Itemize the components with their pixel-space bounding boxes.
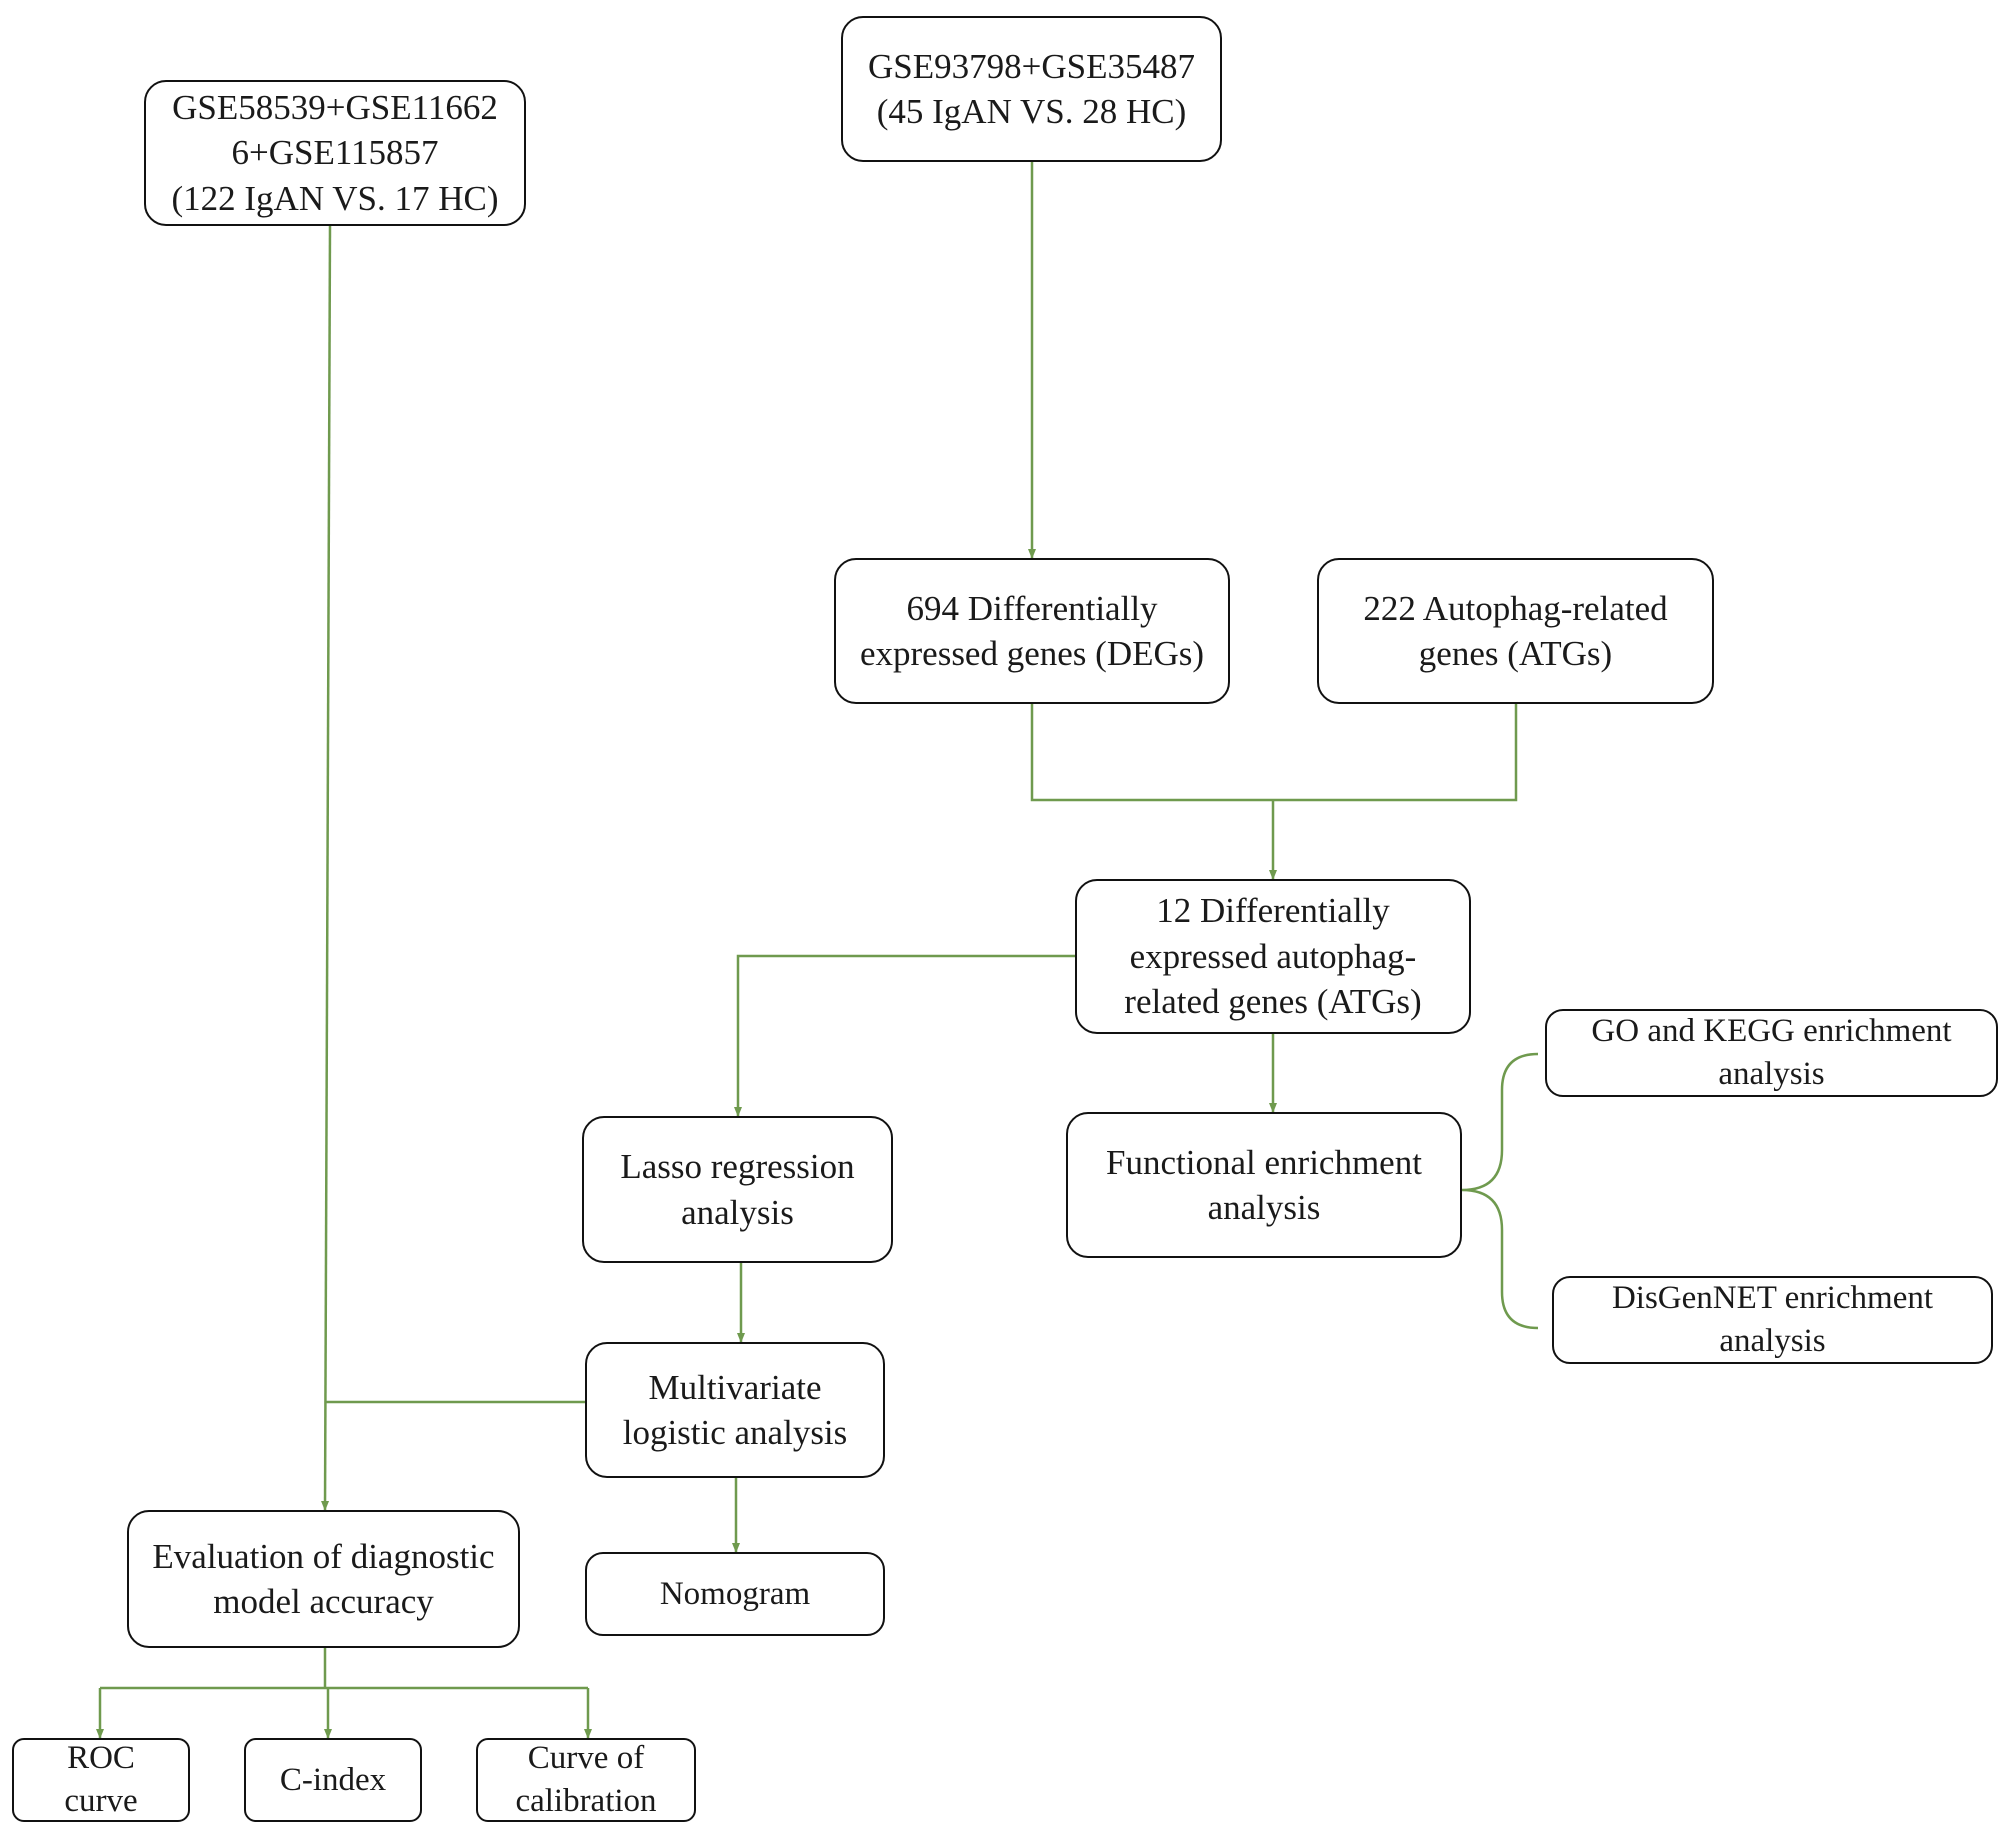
node-de-atgs-line-1: 12 Differentially: [1156, 891, 1390, 931]
node-lasso-line-2: analysis: [681, 1192, 794, 1232]
node-lasso: Lasso regression analysis: [582, 1116, 893, 1263]
node-lasso-line-1: Lasso regression: [620, 1147, 855, 1186]
node-gse-validation-line-3: (122 IgAN VS. 17 HC): [171, 178, 499, 218]
node-evaluation: Evaluation of diagnostic model accuracy: [127, 1510, 520, 1648]
node-go-kegg: GO and KEGG enrichment analysis: [1545, 1009, 1998, 1097]
connector-merge-degs-atgs: [1030, 704, 1518, 802]
node-roc-curve: ROC curve: [12, 1738, 190, 1822]
node-degs-line-1: 694 Differentially: [906, 588, 1158, 628]
node-gse-training: GSE93798+GSE35487 (45 IgAN VS. 28 HC): [841, 16, 1222, 162]
node-gse-validation-line-1: GSE58539+GSE11662: [172, 87, 498, 127]
node-evaluation-line-1: Evaluation of diagnostic: [152, 1536, 495, 1576]
node-gse-training-line-1: GSE93798+GSE35487: [868, 46, 1195, 86]
node-multivariate: Multivariate logistic analysis: [585, 1342, 885, 1478]
node-degs: 694 Differentially expressed genes (DEGs…: [834, 558, 1230, 704]
node-disgenet-line-1: DisGenNET enrichment: [1611, 1280, 1934, 1317]
connector-validation-to-evaluation: [321, 225, 332, 1511]
connector-evaluation-branch: [100, 1648, 588, 1690]
node-gse-training-line-2: (45 IgAN VS. 28 HC): [876, 92, 1187, 131]
node-de-atgs-line-3: related genes (ATGs): [1124, 982, 1422, 1022]
node-atgs-line-1: 222 Autophag-related: [1363, 588, 1668, 628]
node-evaluation-line-2: model accuracy: [213, 1582, 434, 1621]
node-disgenet: DisGenNET enrichment analysis: [1552, 1276, 1993, 1364]
node-degs-line-2: expressed genes (DEGs): [859, 634, 1205, 673]
node-gse-validation: GSE58539+GSE11662 6+GSE115857 (122 IgAN …: [144, 80, 526, 226]
node-nomogram: Nomogram: [585, 1552, 885, 1636]
node-functional-enrichment-line-1: Functional enrichment: [1106, 1142, 1422, 1182]
node-calibration: Curve of calibration: [476, 1738, 696, 1822]
node-multivariate-line-2: logistic analysis: [622, 1413, 848, 1452]
node-roc-curve-line-1: ROC: [67, 1740, 135, 1777]
node-functional-enrichment: Functional enrichment analysis: [1066, 1112, 1462, 1258]
node-calibration-line-1: Curve of: [527, 1740, 645, 1777]
node-de-atgs-line-2: expressed autophag-: [1129, 936, 1417, 976]
node-de-atgs: 12 Differentially expressed autophag- re…: [1075, 879, 1471, 1034]
node-atgs: 222 Autophag-related genes (ATGs): [1317, 558, 1714, 704]
node-go-kegg-line-2: analysis: [1718, 1056, 1825, 1092]
node-roc-curve-line-2: curve: [64, 1783, 138, 1819]
node-functional-enrichment-line-2: analysis: [1207, 1188, 1321, 1227]
node-atgs-line-2: genes (ATGs): [1418, 634, 1613, 673]
node-multivariate-line-1: Multivariate: [648, 1367, 822, 1407]
node-calibration-line-2: calibration: [515, 1783, 657, 1819]
node-gse-validation-line-2: 6+GSE115857: [231, 133, 439, 173]
node-c-index: C-index: [244, 1738, 422, 1822]
node-nomogram-line-1: Nomogram: [659, 1575, 811, 1612]
node-c-index-line-1: C-index: [279, 1761, 387, 1798]
node-go-kegg-line-1: GO and KEGG enrichment: [1591, 1013, 1952, 1050]
connector-de-atgs-to-lasso: [734, 954, 1075, 1117]
connector-functional-brace: [1461, 1052, 1539, 1330]
node-disgenet-line-2: analysis: [1719, 1323, 1826, 1359]
